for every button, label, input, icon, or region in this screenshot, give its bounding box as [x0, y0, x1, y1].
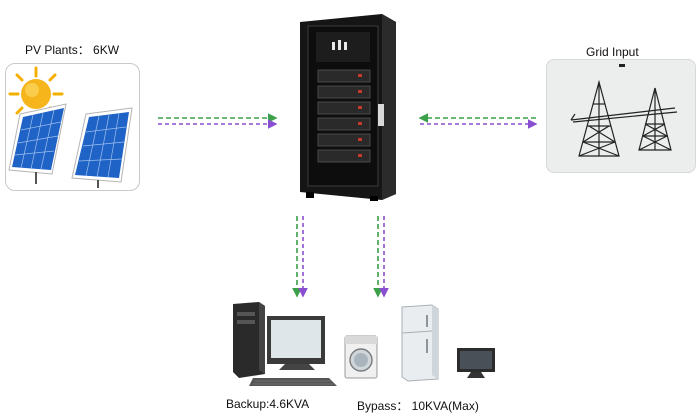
pv-plants-label: PV Plants： 6KW	[25, 43, 120, 57]
tv-icon	[457, 348, 495, 378]
pv-to-cabinet-arrow	[158, 113, 278, 129]
grid-input-label: Grid Input	[586, 45, 639, 59]
bypass-label: Bypass： 10KVA(Max)	[357, 399, 479, 413]
grid-input-box	[546, 59, 696, 173]
transmission-tower-icon	[570, 64, 678, 157]
battery-cabinet-icon	[300, 14, 396, 201]
cabinet-to-backup-arrow	[292, 216, 308, 298]
refrigerator-icon	[401, 304, 439, 382]
cabinet-to-bypass-arrow	[373, 216, 389, 298]
pv-plants-box	[5, 63, 140, 191]
backup-label: Backup:4.6KVA	[226, 397, 310, 411]
washing-machine-icon	[344, 335, 378, 379]
desktop-computer-icon	[233, 302, 337, 386]
grid-cabinet-arrows	[418, 113, 538, 129]
solar-panel-icon	[8, 66, 133, 188]
